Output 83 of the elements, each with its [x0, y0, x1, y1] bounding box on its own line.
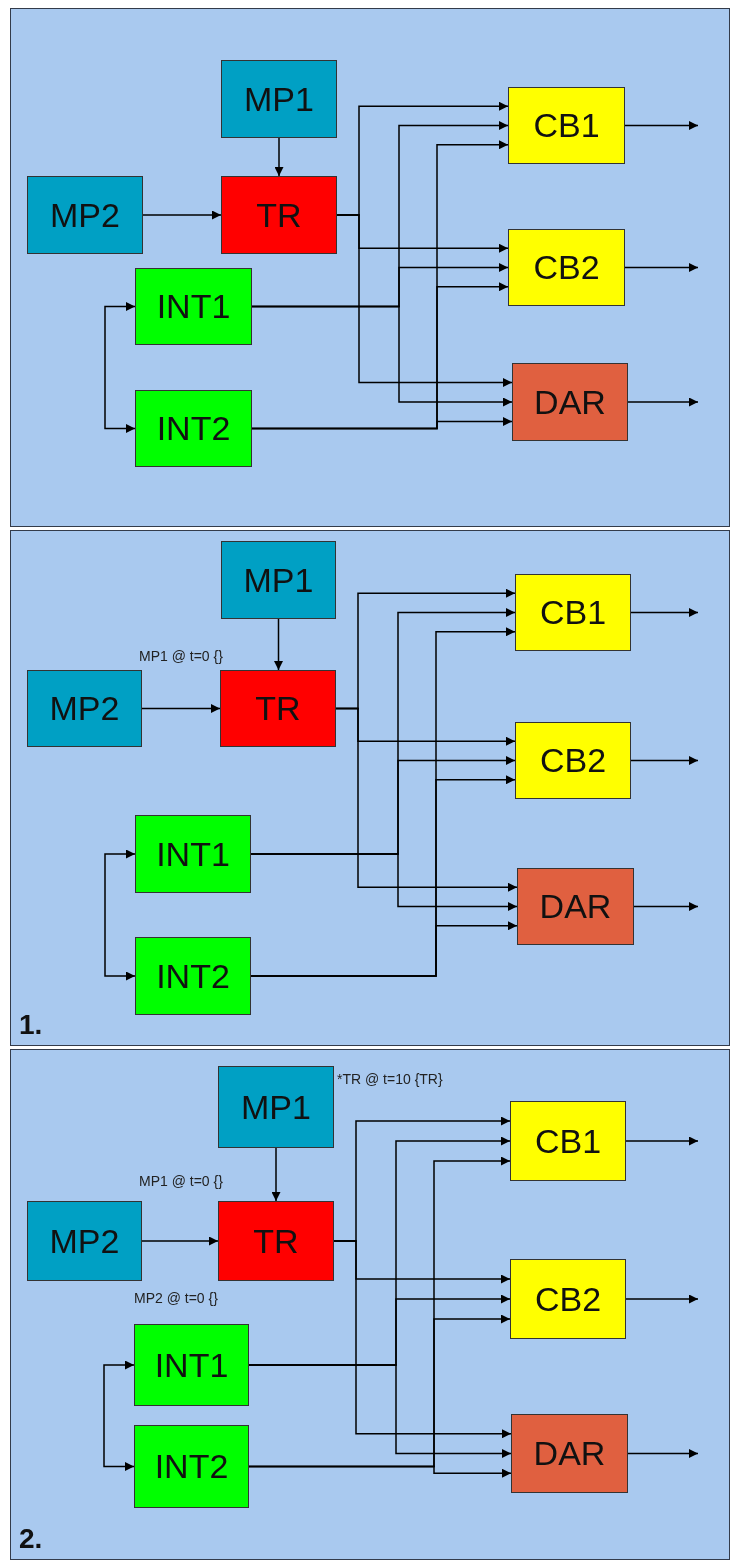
interface-box [134, 1425, 249, 1508]
arrow [624, 121, 699, 130]
arrow [251, 417, 513, 430]
arrow [633, 902, 699, 911]
node-label: INT2 [154, 1447, 229, 1486]
arrow [104, 849, 136, 981]
arrow [625, 1136, 699, 1146]
process-box [218, 1201, 334, 1281]
node-label: MP1 [241, 1087, 311, 1127]
node-label: CB1 [539, 593, 607, 632]
output-box [510, 1259, 626, 1339]
arrow [251, 305, 513, 407]
node-label: MP2 [49, 1221, 120, 1261]
panel [10, 1049, 730, 1560]
node-label: CB2 [534, 1279, 602, 1319]
node-label: INT1 [156, 287, 231, 326]
arrow [627, 397, 699, 407]
node-label: TR [256, 195, 302, 235]
arrow [274, 137, 284, 177]
process-box [220, 670, 336, 747]
node-label: INT2 [156, 409, 231, 448]
state-annotation: MP1 @ t=0 {} [139, 648, 223, 664]
node-label: MP2 [49, 689, 120, 728]
node-label: CB2 [539, 741, 607, 780]
state-annotation: MP1 @ t=0 {} [139, 1173, 223, 1189]
node-label: DAR [539, 887, 612, 926]
arrow [630, 756, 699, 765]
node-label: TR [255, 689, 301, 728]
output-box [515, 722, 631, 799]
node-label: DAR [533, 1434, 606, 1473]
node-label: TR [253, 1221, 299, 1261]
module-box [218, 1066, 334, 1148]
arrow [248, 1465, 512, 1478]
node-label: DAR [534, 382, 606, 422]
arrow [141, 1236, 219, 1246]
arrow [627, 1449, 699, 1458]
node-label: INT2 [156, 956, 230, 996]
output-box [515, 574, 631, 651]
panel [10, 8, 730, 527]
output-box [508, 87, 625, 164]
process-box [221, 176, 337, 254]
node-label: INT1 [154, 1345, 229, 1385]
arrow [333, 1240, 512, 1439]
output-box [510, 1101, 626, 1181]
node-label: CB1 [534, 1121, 602, 1161]
arrow [630, 608, 699, 617]
panel [10, 530, 730, 1046]
node-label: MP1 [243, 560, 314, 600]
arrow [141, 704, 221, 713]
module-box [27, 670, 142, 747]
module-box [221, 60, 337, 138]
output-box [517, 868, 634, 945]
interface-box [135, 937, 251, 1015]
arrow [142, 210, 222, 220]
arrow [274, 618, 283, 671]
interface-box [134, 1324, 249, 1406]
arrow [248, 1364, 512, 1458]
arrow [271, 1147, 281, 1202]
node-label: INT1 [156, 834, 230, 874]
module-box [27, 176, 143, 254]
panel-number: 1. [19, 1009, 43, 1041]
output-box [512, 363, 628, 441]
module-box [221, 541, 336, 619]
interface-box [135, 268, 252, 345]
arrow [336, 214, 513, 387]
arrow [335, 707, 518, 892]
arrow [624, 263, 699, 272]
state-annotation: MP2 @ t=0 {} [134, 1290, 218, 1306]
interface-box [135, 390, 252, 467]
node-label: CB1 [533, 106, 600, 145]
panel-number: 2. [19, 1523, 43, 1555]
arrow [104, 302, 136, 433]
output-box [508, 229, 625, 306]
module-box [27, 1201, 142, 1281]
node-label: MP1 [244, 79, 314, 119]
arrow [625, 1294, 699, 1304]
interface-box [135, 815, 251, 893]
arrow [250, 921, 518, 977]
node-label: CB2 [533, 248, 600, 287]
output-box [511, 1414, 628, 1493]
node-label: MP2 [50, 195, 120, 235]
arrow [103, 1360, 135, 1471]
arrow [250, 853, 518, 911]
